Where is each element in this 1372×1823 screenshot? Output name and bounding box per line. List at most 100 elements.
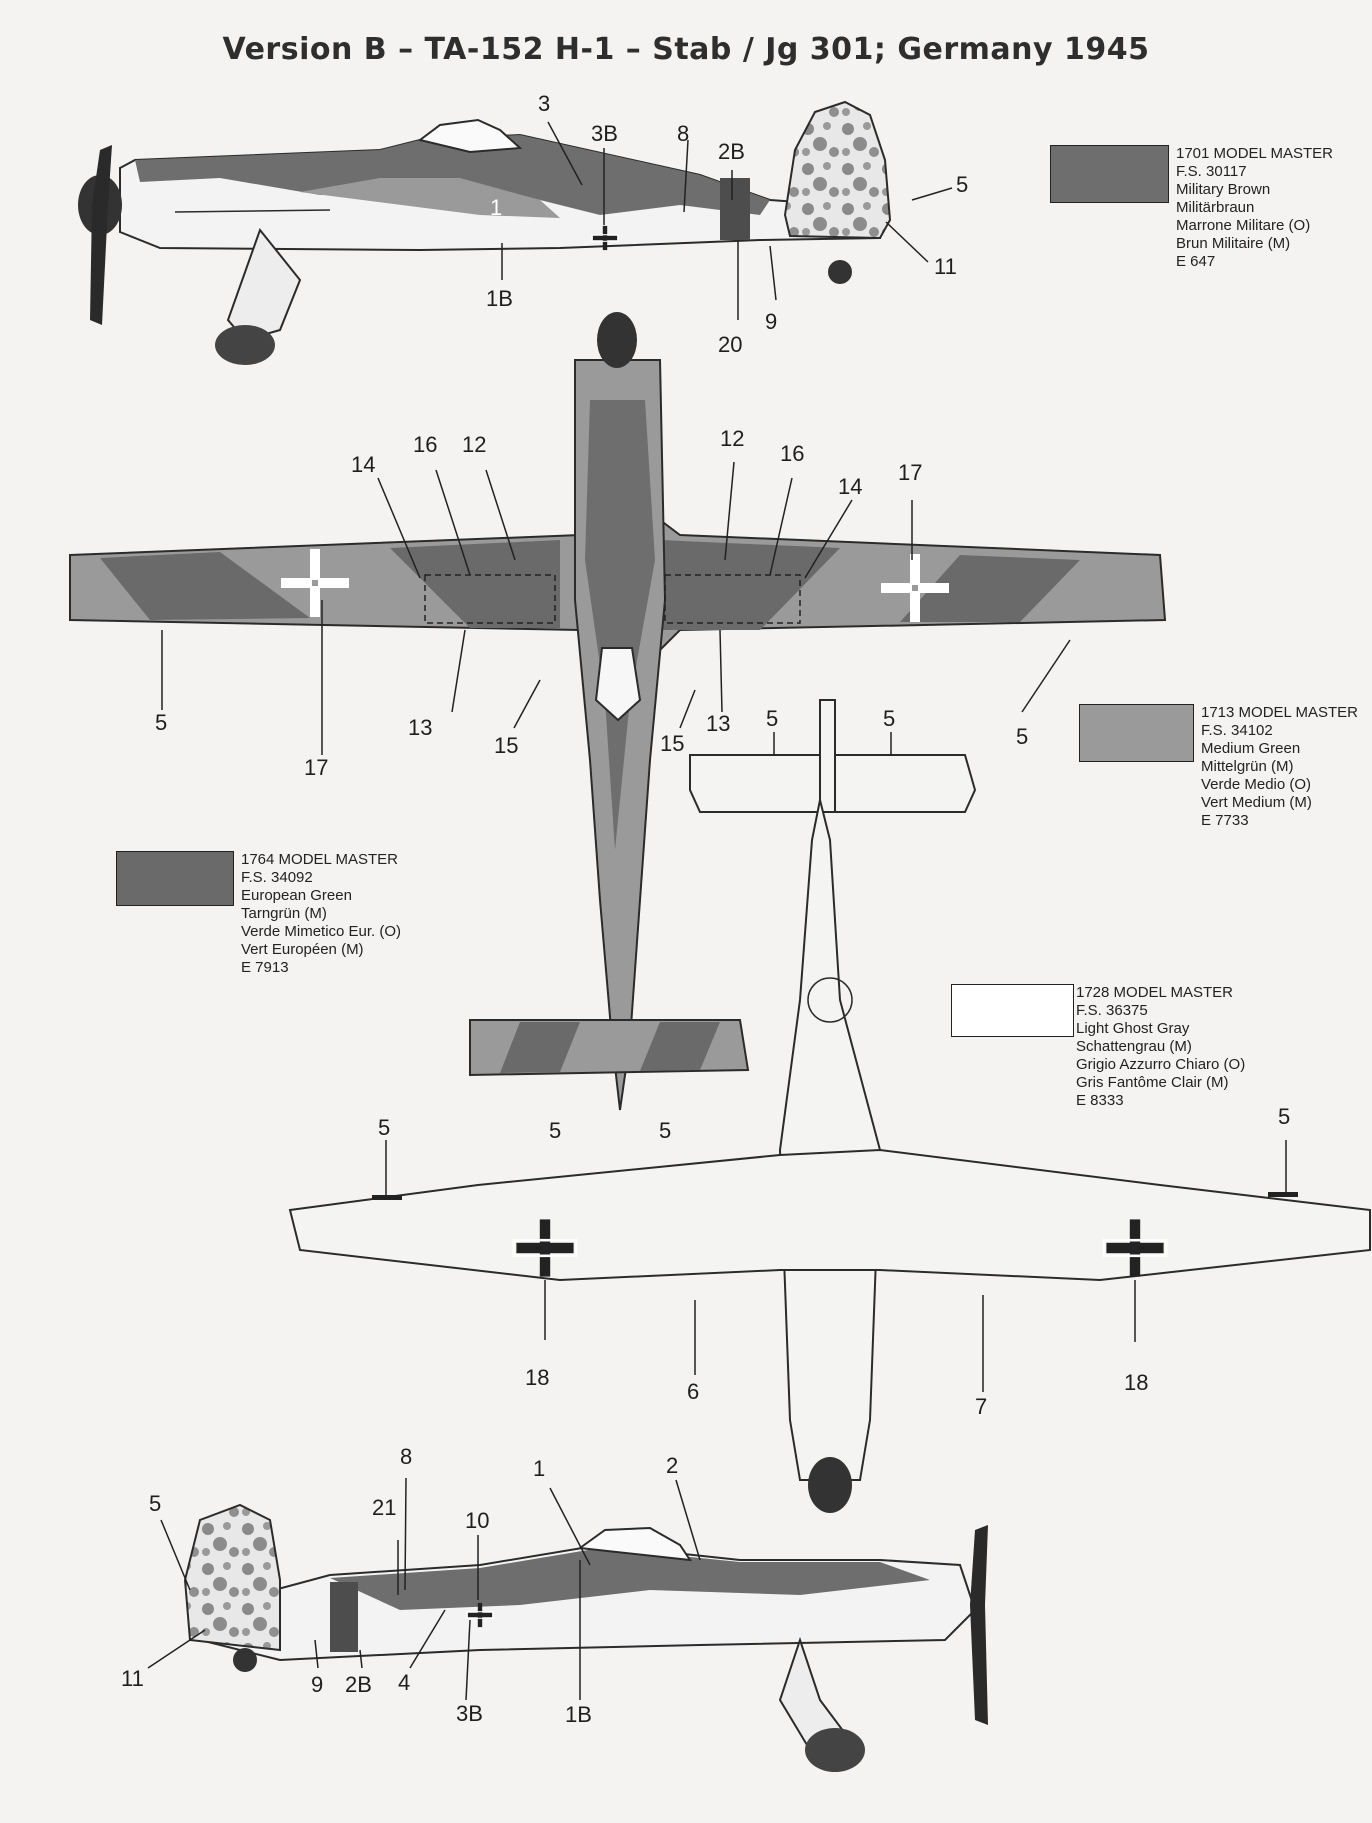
side-view-starboard: 1 <box>78 100 953 365</box>
callout-2b: 2B <box>718 139 745 164</box>
callout-5: 5 <box>378 1115 391 1140</box>
swatch-medium-green <box>1079 704 1194 762</box>
callout-5: 5 <box>149 1491 162 1516</box>
callout-9: 9 <box>311 1672 324 1697</box>
leader-lines-top-view <box>161 461 1071 755</box>
callout-2: 2 <box>666 1453 679 1478</box>
spinner-top <box>597 312 637 368</box>
propeller-blade-down <box>90 205 108 325</box>
wingtip-mark-right <box>1268 1192 1298 1197</box>
cross-top-left <box>281 549 349 617</box>
callout-20: 20 <box>718 332 743 357</box>
callout-9: 9 <box>765 309 778 334</box>
underside-hatch <box>807 977 853 1023</box>
wing-camo-right <box>660 540 1080 630</box>
rudder-strip <box>819 699 836 813</box>
callout-21: 21 <box>372 1495 397 1520</box>
callout-4: 4 <box>398 1670 411 1695</box>
propeller-blade-up <box>92 145 112 205</box>
callout-3: 3 <box>538 91 551 116</box>
callout-1b: 1B <box>486 286 513 311</box>
callout-1: 1 <box>533 1456 546 1481</box>
fuselage-bottom <box>778 799 882 1481</box>
walkway-right <box>664 574 801 624</box>
canopy-top <box>594 647 642 722</box>
swatch-military-brown <box>1050 145 1169 203</box>
main-wheel-bottom <box>805 1728 865 1772</box>
callout-7: 7 <box>975 1394 988 1419</box>
fuselage-band <box>720 178 750 240</box>
fuselage-camo-top <box>135 135 770 215</box>
fuselage-camo-mid <box>300 178 560 218</box>
fuselage-bottom-camo <box>330 1548 930 1610</box>
side-view-port <box>147 1477 988 1772</box>
callout-3b: 3B <box>456 1701 483 1726</box>
leader-lines-side-bottom <box>147 1477 701 1701</box>
canopy-bottom-side <box>577 1526 693 1562</box>
tail-wheel-bottom <box>233 1648 257 1672</box>
wing-camo-left <box>100 540 560 628</box>
callout-15: 15 <box>494 733 519 758</box>
callout-11: 11 <box>121 1666 144 1691</box>
callout-16: 16 <box>780 441 805 466</box>
callout-5: 5 <box>549 1118 562 1143</box>
top-view <box>69 312 1167 1111</box>
callout-17: 17 <box>898 460 923 485</box>
wingtip-mark-left <box>372 1195 402 1200</box>
callout-15: 15 <box>660 731 685 756</box>
tailfin-bottom-mottle <box>183 1503 281 1652</box>
svg-text:1: 1 <box>490 195 502 220</box>
leader-lines-tailplane <box>773 732 892 756</box>
callout-11: 11 <box>934 254 957 279</box>
callout-5: 5 <box>659 1118 672 1143</box>
callout-8: 8 <box>400 1444 413 1469</box>
callout-12: 12 <box>462 432 487 457</box>
callout-10: 10 <box>465 1508 490 1533</box>
walkway-left <box>424 574 556 624</box>
swatch-light-ghost-gray <box>951 984 1074 1037</box>
wing-bottom <box>288 1148 1371 1282</box>
callout-13: 13 <box>408 715 433 740</box>
callout-12: 12 <box>720 426 745 451</box>
callout-3b: 3B <box>591 121 618 146</box>
fuselage-band-bottom <box>330 1582 358 1652</box>
callout-1b: 1B <box>565 1702 592 1727</box>
tailplane-top-camo <box>500 1022 720 1073</box>
bottom-view <box>288 799 1371 1513</box>
callout-5: 5 <box>766 706 779 731</box>
spinner-bottom <box>808 1457 852 1513</box>
callout-14: 14 <box>351 452 376 477</box>
tail-wheel <box>828 260 852 284</box>
fuselage-top-camo <box>585 400 655 850</box>
page-title: Version B – TA-152 H-1 – Stab / Jg 301; … <box>222 32 1150 67</box>
callout-18: 18 <box>1124 1370 1149 1395</box>
callout-8: 8 <box>677 121 690 146</box>
canopy-side <box>417 118 523 154</box>
callout-5: 5 <box>1278 1104 1291 1129</box>
tailplane-underside <box>689 699 977 813</box>
callout-6: 6 <box>687 1379 700 1404</box>
tailfin-mottle <box>783 100 892 240</box>
propeller-blade-down-bottom <box>970 1605 988 1725</box>
callout-5: 5 <box>956 172 969 197</box>
callout-5: 5 <box>155 710 168 735</box>
leader-lines-bottom-view <box>385 1140 1287 1392</box>
callout-16: 16 <box>413 432 438 457</box>
callout-5: 5 <box>883 706 896 731</box>
callout-18: 18 <box>525 1365 550 1390</box>
callout-13: 13 <box>706 711 731 736</box>
swatch-european-green <box>116 851 234 906</box>
main-wheel <box>215 325 275 365</box>
cross-top-right <box>881 554 949 622</box>
callout-17: 17 <box>304 755 329 780</box>
callout-14: 14 <box>838 474 863 499</box>
propeller-blade-up-bottom <box>970 1525 988 1605</box>
callout-5: 5 <box>1016 724 1029 749</box>
leader-lines-side-top <box>501 121 953 320</box>
